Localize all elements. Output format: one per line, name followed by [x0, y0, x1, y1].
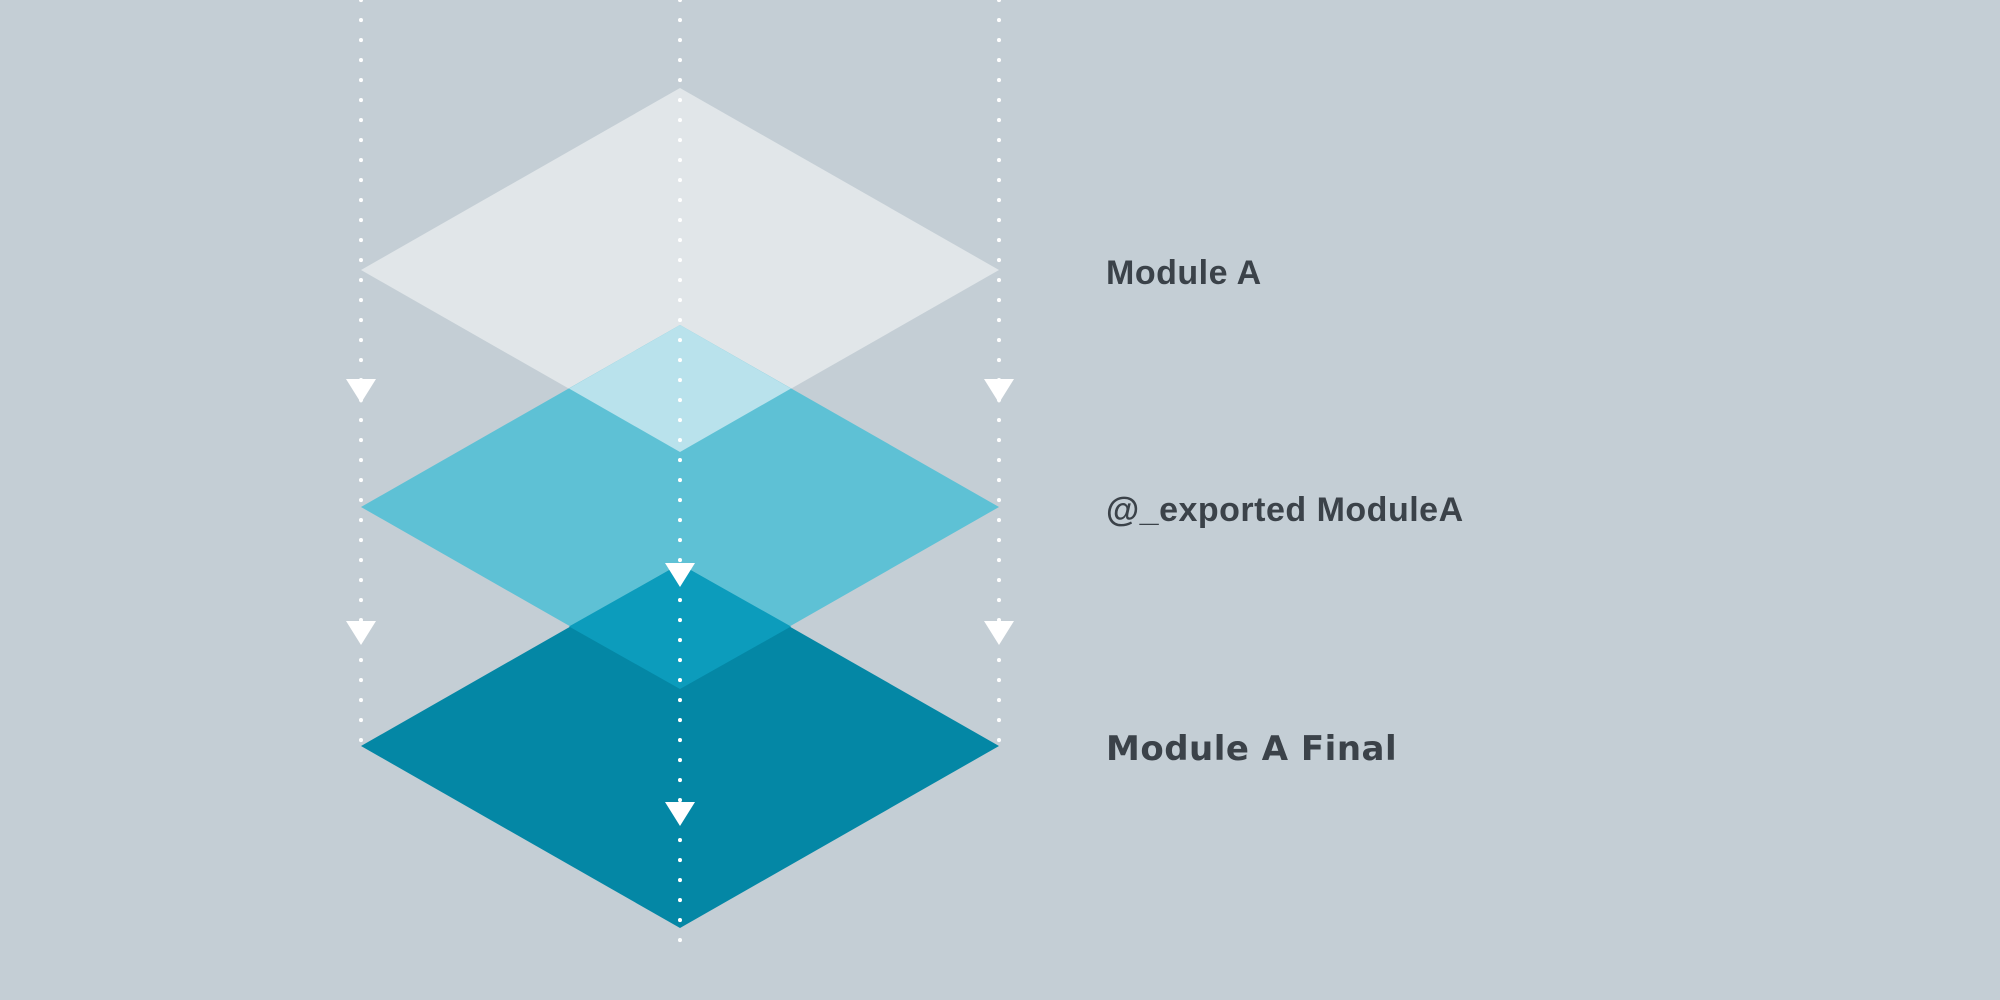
down-arrow-icon: [984, 621, 1014, 645]
diamond-layer-exported-module-a: [361, 325, 999, 689]
down-arrow-icon: [346, 621, 376, 645]
diamond-layer-module-a-final: [361, 564, 999, 928]
down-arrow-icon: [665, 563, 695, 587]
down-arrow-icon: [984, 379, 1014, 403]
layer-label-exported-module-a: @_exported ModuleA: [1106, 491, 1464, 529]
overlap-exported-final: [569, 564, 791, 689]
down-arrow-icon: [346, 379, 376, 403]
diamond-layer-module-a: [361, 88, 999, 452]
layer-label-module-a-final: Module A Final: [1106, 729, 1398, 769]
overlap-module-a-exported: [569, 325, 791, 452]
down-arrow-icon: [665, 802, 695, 826]
layer-label-module-a: Module A: [1106, 254, 1262, 292]
